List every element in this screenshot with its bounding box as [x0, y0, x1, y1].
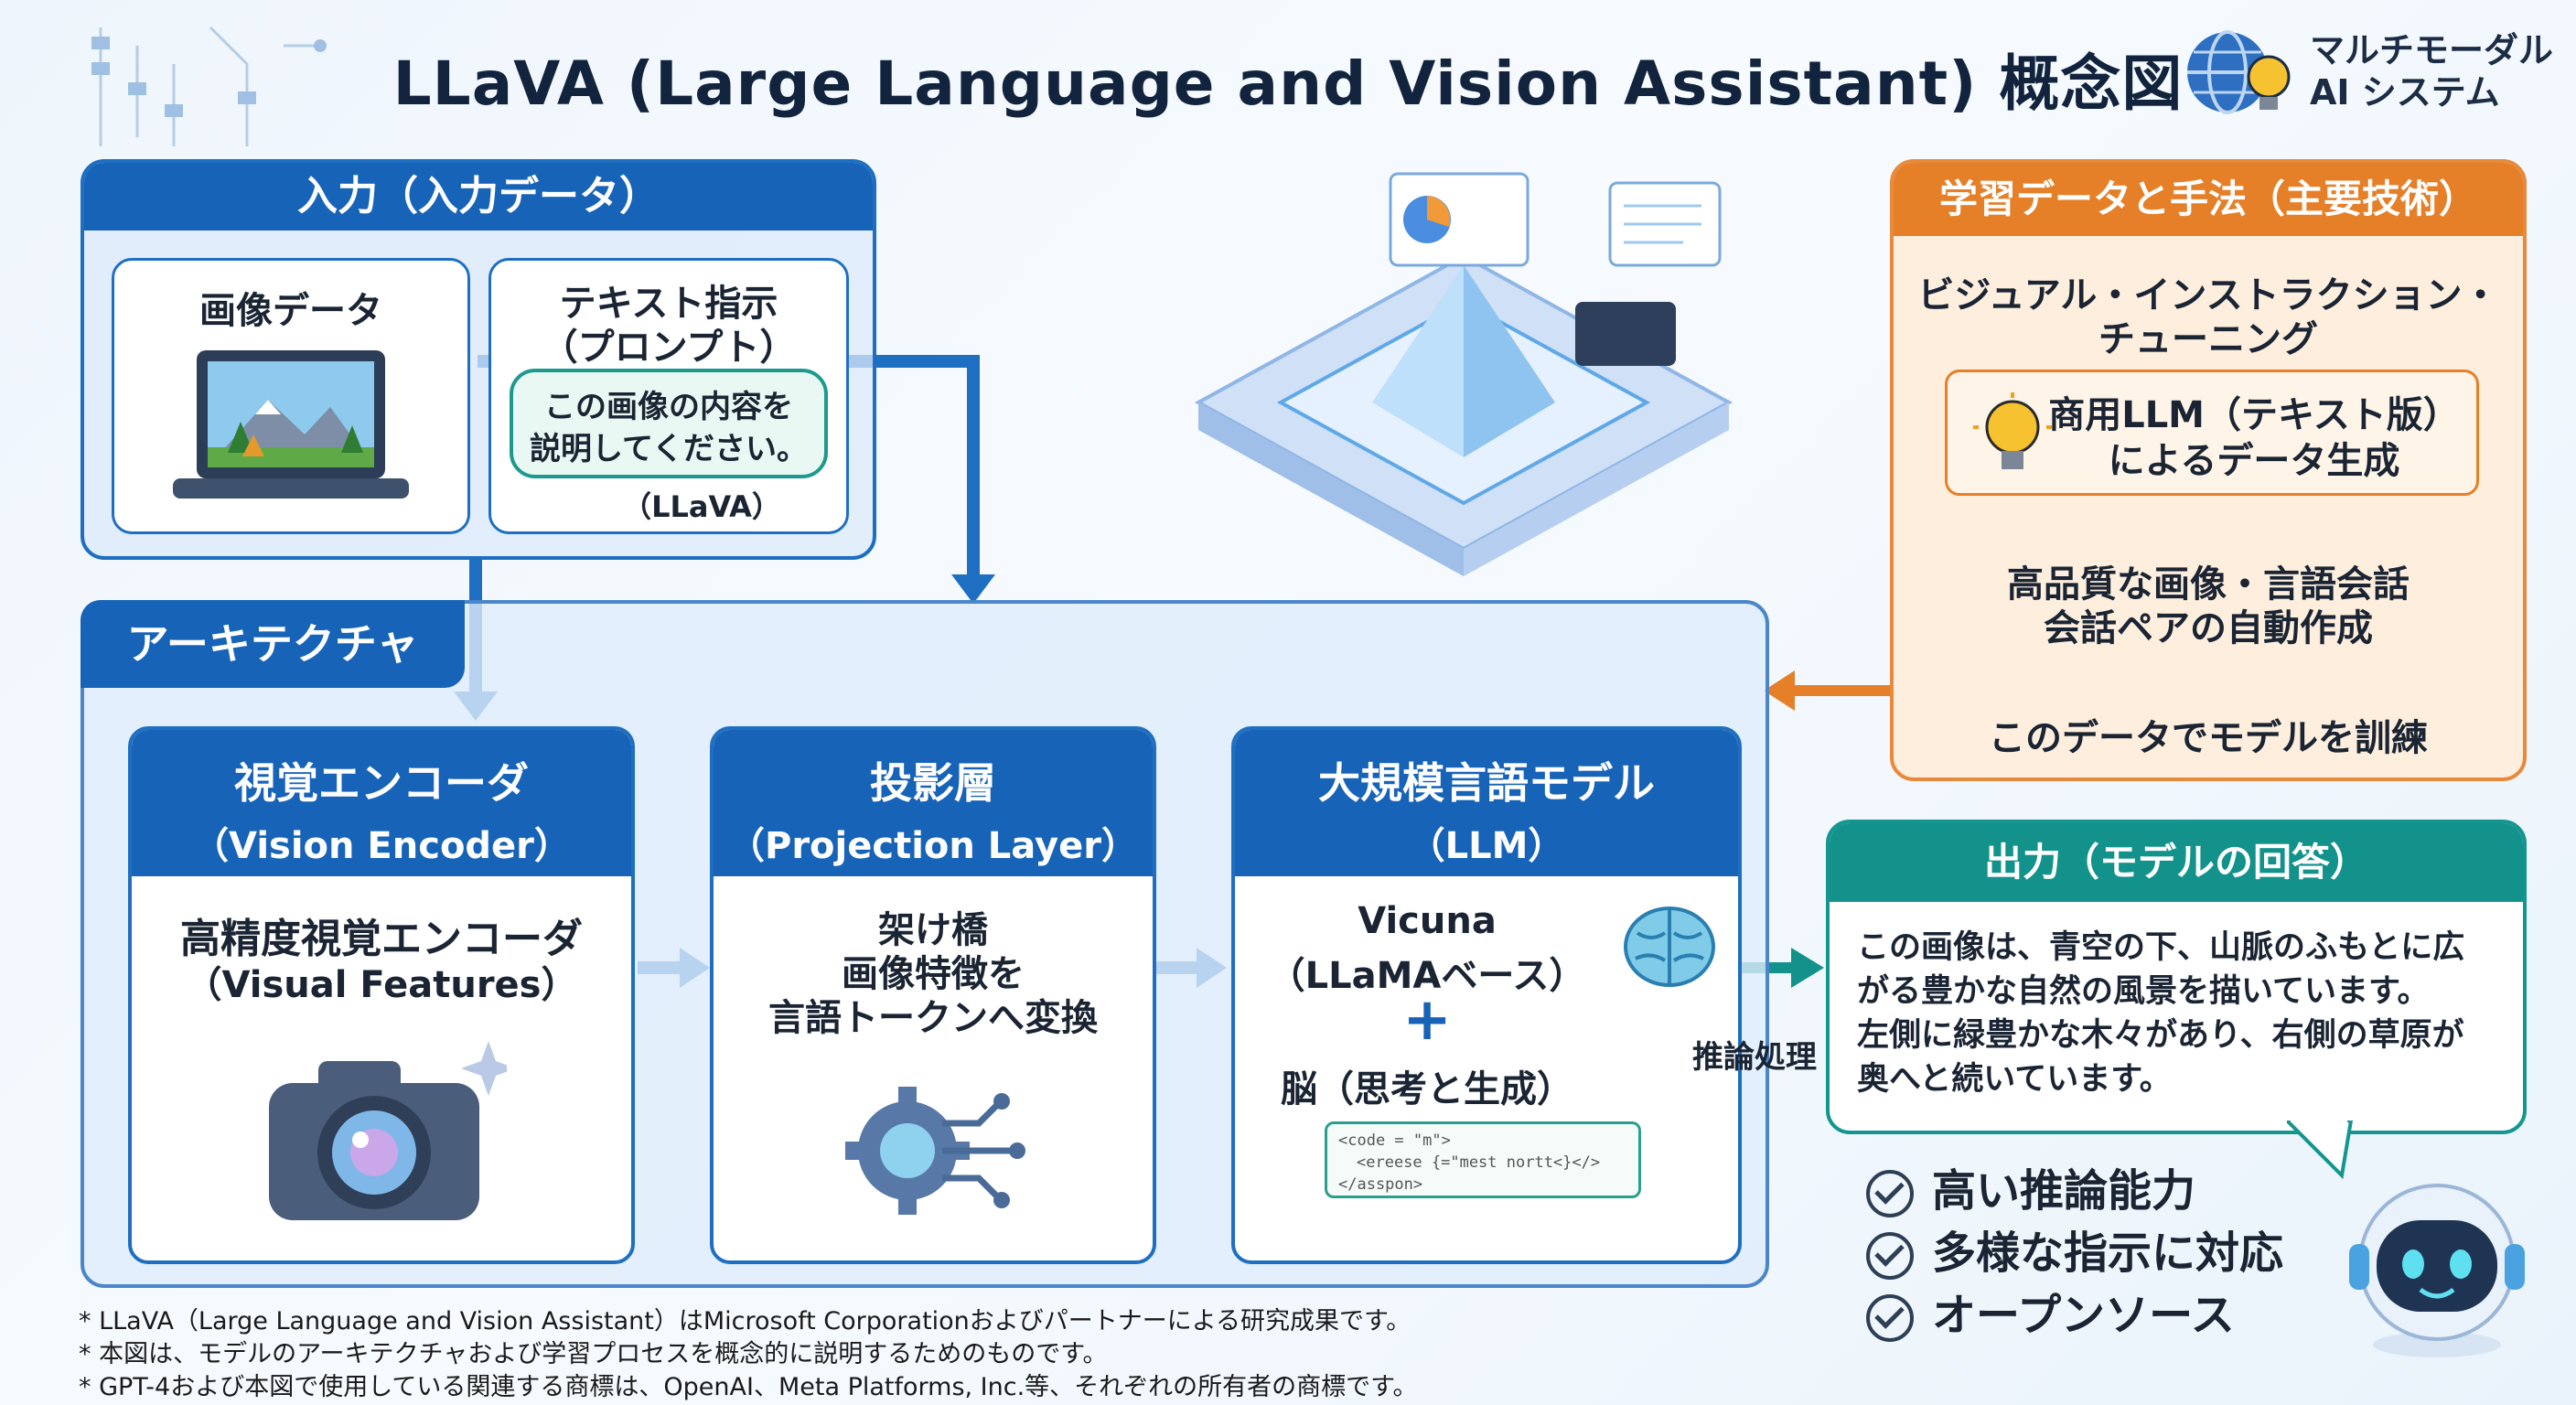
feature-1-label: 高い推論能力	[1932, 1165, 2196, 1217]
output-text: この画像は、青空の下、山脈のふもとに広 がる豊かな自然の風景を描いています。 左…	[1857, 926, 2497, 1101]
code-line1: <code = "m">	[1338, 1132, 1451, 1150]
footnote-3: * GPT-4および本図で使用している関連する商標は、OpenAI、Meta P…	[79, 1373, 1418, 1401]
image-data-card: 画像データ	[112, 258, 470, 534]
feature-2-label: 多様な指示に対応	[1932, 1228, 2284, 1279]
input-header: 入力（入力データ）	[84, 163, 873, 231]
training-result-1: 高品質な画像・言語会話	[2007, 563, 2410, 606]
training-header: 学習データと手法（主要技術）	[1894, 163, 2523, 236]
prompt-bubble-line2: 説明してください。	[530, 431, 808, 467]
check-icon	[1866, 1170, 1914, 1217]
llm-body1: Vicuna	[1358, 900, 1497, 942]
gear-circuit-icon	[845, 1087, 1025, 1215]
footnote-1: * LLaVA（Large Language and Vision Assist…	[79, 1307, 1411, 1335]
projection-header: 投影層 （Projection Layer）	[714, 730, 1153, 876]
footnote-2: * 本図は、モデルのアーキテクチャおよび学習プロセスを概念的に説明するためのもの…	[79, 1340, 1108, 1368]
brain-icon	[1624, 906, 1715, 987]
training-train: このデータでモデルを訓練	[1989, 717, 2428, 759]
vision-encoder-body2: （Visual Features）	[185, 964, 578, 1006]
vision-encoder-title: 視覚エンコーダ	[234, 758, 529, 808]
architecture-panel: アーキテクチャ 視覚エンコーダ （Vision Encoder） 高精度視覚エン…	[80, 600, 1769, 1288]
page-title: LLaVA (Large Language and Vision Assista…	[392, 48, 2184, 119]
llm-subtitle: （LLM）	[1408, 825, 1565, 867]
output-line1: この画像は、青空の下、山脈のふもとに広	[1857, 929, 2465, 966]
lightbulb-icon	[1973, 392, 2052, 469]
projection-body2: 画像特徴を	[842, 953, 1025, 995]
camera-icon	[269, 1041, 507, 1220]
robot-mascot-icon	[2349, 1184, 2525, 1357]
check-icon	[1866, 1232, 1914, 1280]
vision-encoder-body1: 高精度視覚エンコーダ	[180, 916, 583, 962]
prompt-note: （LLaVA）	[622, 489, 781, 524]
data-generation-box: 商用LLM（テキスト版） によるデータ生成	[1945, 370, 2479, 496]
vision-encoder-header: 視覚エンコーダ （Vision Encoder）	[132, 730, 631, 876]
inference-label: 推論処理	[1692, 1039, 1817, 1076]
output-line4: 奥へと続いています。	[1857, 1061, 2172, 1098]
circuit-decoration	[91, 26, 327, 146]
check-icon	[1866, 1294, 1914, 1342]
feature-3-label: オープンソース	[1932, 1290, 2235, 1341]
vision-encoder-subtitle: （Vision Encoder）	[192, 825, 571, 867]
data-generation-2: によるデータ生成	[2108, 440, 2400, 482]
output-bubble-tail	[2287, 1121, 2354, 1180]
training-method-2: チューニング	[2098, 318, 2318, 360]
data-generation-1: 商用LLM（テキスト版）	[2048, 394, 2460, 436]
laptop-landscape-icon	[173, 350, 409, 499]
code-line3: </asspon>	[1338, 1175, 1423, 1194]
code-snippet: <code = "m"> <ereese {="mest nortt<}</> …	[1325, 1121, 1641, 1198]
llm-header: 大規模言語モデル （LLM）	[1235, 730, 1738, 876]
training-method-1: ビジュアル・インストラクション・	[1917, 274, 2499, 316]
brand-line1: マルチモーダル	[2310, 30, 2554, 70]
projection-body3: 言語トークンへ変換	[768, 997, 1098, 1039]
llm-card: 大規模言語モデル （LLM） Vicuna （LLaMAベース） + 脳（思考と…	[1231, 726, 1742, 1264]
feature-2: 多様な指示に対応	[1866, 1217, 2283, 1281]
ai-chip-illustration	[1194, 172, 1733, 576]
training-result-2: 会話ペアの自動作成	[2044, 607, 2373, 649]
output-line2: がる豊かな自然の風景を描いています。	[1857, 973, 2430, 1010]
projection-layer-card: 投影層 （Projection Layer） 架け橋 画像特徴を 言語トークンへ…	[710, 726, 1156, 1264]
feature-1: 高い推論能力	[1866, 1154, 2195, 1218]
text-prompt-title-2: （プロンプト）	[541, 327, 797, 369]
feature-3: オープンソース	[1866, 1279, 2235, 1343]
output-panel: 出力（モデルの回答） この画像は、青空の下、山脈のふもとに広 がる豊かな自然の風…	[1826, 820, 2527, 1134]
architecture-label: アーキテクチャ	[80, 600, 465, 688]
brand-line2: AI システム	[2310, 72, 2500, 113]
globe-lightbulb-icon	[2187, 30, 2291, 114]
image-data-title: 画像データ	[199, 290, 382, 332]
llm-body3: 脳（思考と生成）	[1281, 1068, 1573, 1110]
prompt-bubble: この画像の内容を 説明してください。	[510, 369, 828, 478]
text-prompt-title-1: テキスト指示	[559, 283, 778, 325]
prompt-bubble-line1: この画像の内容を	[544, 389, 793, 425]
projection-body1: 架け橋	[878, 909, 988, 951]
vision-encoder-card: 視覚エンコーダ （Vision Encoder） 高精度視覚エンコーダ （Vis…	[128, 726, 635, 1264]
code-line2: <ereese {="mest nortt<}</>	[1357, 1153, 1601, 1172]
llm-title: 大規模言語モデル	[1318, 758, 1655, 808]
training-panel: 学習データと手法（主要技術） ビジュアル・インストラクション・ チューニング 商…	[1890, 159, 2527, 781]
llm-plus: +	[1402, 986, 1452, 1054]
output-line3: 左側に緑豊かな木々があり、右側の草原が	[1857, 1017, 2464, 1054]
llm-body2: （LLaMAベース）	[1268, 955, 1586, 997]
output-header: 出力（モデルの回答）	[1830, 823, 2523, 902]
brand-logo: マルチモーダル AI システム	[2177, 22, 2561, 123]
projection-subtitle: （Projection Layer）	[728, 825, 1138, 867]
text-prompt-card: テキスト指示 （プロンプト） この画像の内容を 説明してください。 （LLaVA…	[488, 258, 849, 534]
input-panel: 入力（入力データ） 画像データ テキスト指示 （プロンプト） この画像の内容を …	[80, 159, 876, 560]
projection-title: 投影層	[870, 758, 996, 808]
